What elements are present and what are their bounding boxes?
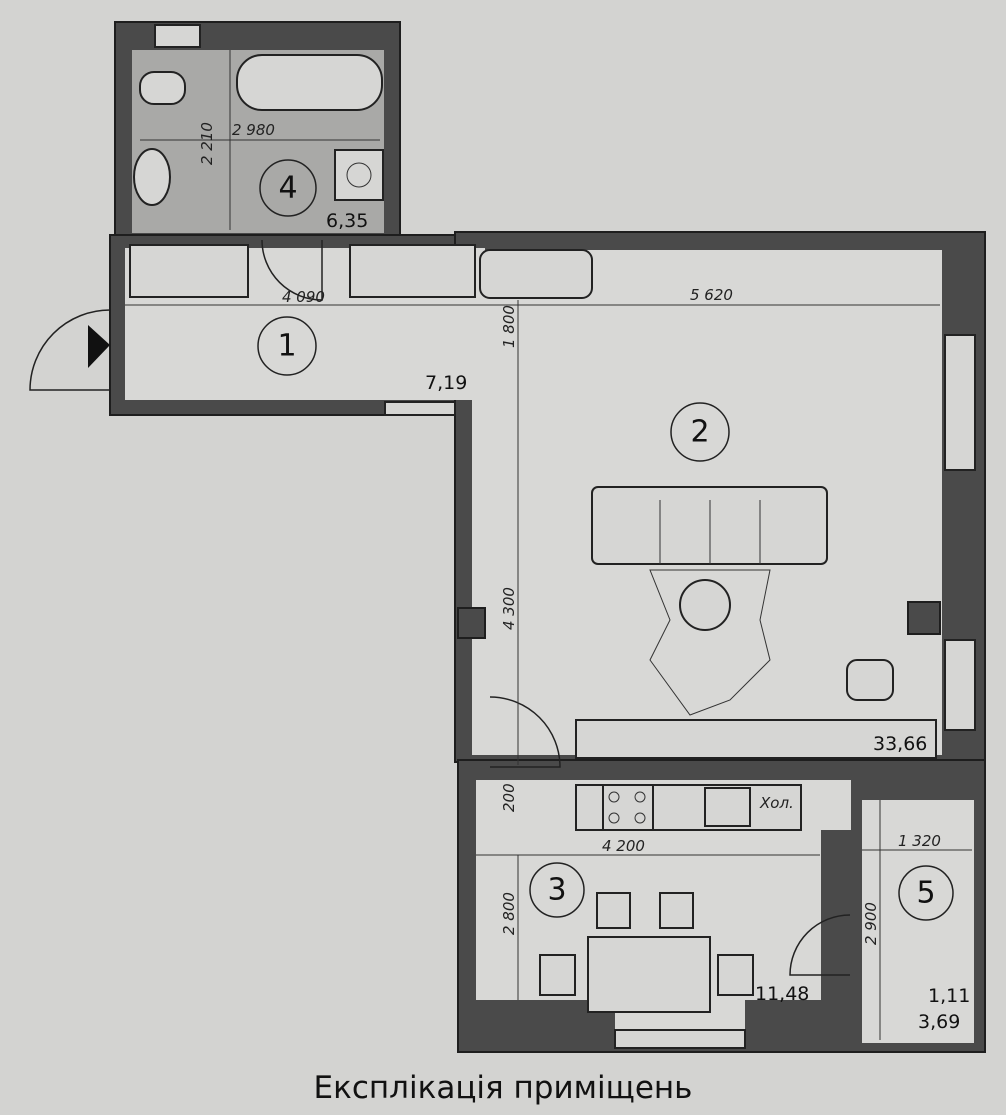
room-2-area: 33,66 — [873, 733, 927, 755]
dim-living-height: 4 300 — [500, 587, 518, 630]
entrance-door — [29, 309, 111, 391]
room-5-number: 5 — [916, 876, 935, 911]
bath-door — [261, 239, 323, 301]
sink — [704, 787, 751, 827]
living-furniture — [457, 486, 941, 759]
dim-kitchen-height: 2 800 — [500, 892, 518, 935]
dim-bath-width: 2 980 — [232, 121, 275, 139]
rug — [649, 569, 771, 716]
dining-table — [587, 936, 711, 1013]
room-3-area: 11,48 — [755, 983, 809, 1005]
room-labels: 4 6,35 1 7,19 2 33,66 3 11,48 5 1,11 3,6… — [257, 159, 970, 1033]
dim-loggia-width: 1 320 — [898, 832, 941, 850]
room-5-area-2: 3,69 — [918, 1011, 960, 1033]
toilet — [139, 71, 186, 105]
living-door — [489, 696, 561, 768]
wardrobes — [129, 244, 593, 299]
room-4-number: 4 — [278, 171, 297, 206]
washing-machine — [334, 149, 384, 201]
kitchen-furniture: Хол. — [539, 784, 802, 1013]
dim-bath-height: 2 210 — [198, 122, 216, 165]
dim-hall-height: 1 800 — [500, 305, 518, 348]
coffee-table — [679, 579, 731, 631]
bathtub — [236, 54, 383, 111]
armchair — [846, 659, 894, 701]
bathroom-fixtures — [133, 54, 384, 206]
room-2-number: 2 — [690, 415, 709, 450]
dim-hall-width: 4 090 — [282, 288, 325, 306]
explication-title: Експлікація приміщень — [313, 1070, 693, 1106]
room-5-floor — [862, 800, 974, 1043]
entrance-arrow-icon — [88, 325, 110, 368]
room-1-number: 1 — [277, 329, 296, 364]
tv-console — [575, 719, 937, 759]
room-4-area: 6,35 — [326, 210, 368, 232]
dim-loggia-height: 2 900 — [862, 902, 880, 945]
dim-kitchen-width: 4 200 — [602, 837, 645, 855]
windows — [154, 24, 976, 1049]
room-5-area-1: 1,11 — [928, 985, 970, 1007]
loggia-door — [789, 914, 851, 976]
stove — [602, 784, 654, 831]
dim-living-width: 5 620 — [690, 286, 733, 304]
room-1-area: 7,19 — [425, 372, 467, 394]
fridge-label: Хол. — [759, 794, 794, 812]
dimension-lines — [125, 50, 972, 1040]
dim-kitchen-gap: 200 — [500, 783, 518, 812]
washbasin — [133, 148, 171, 206]
dimension-labels: 2 980 2 210 4 090 5 620 1 800 4 300 200 … — [198, 121, 941, 945]
room-3-number: 3 — [547, 873, 566, 908]
